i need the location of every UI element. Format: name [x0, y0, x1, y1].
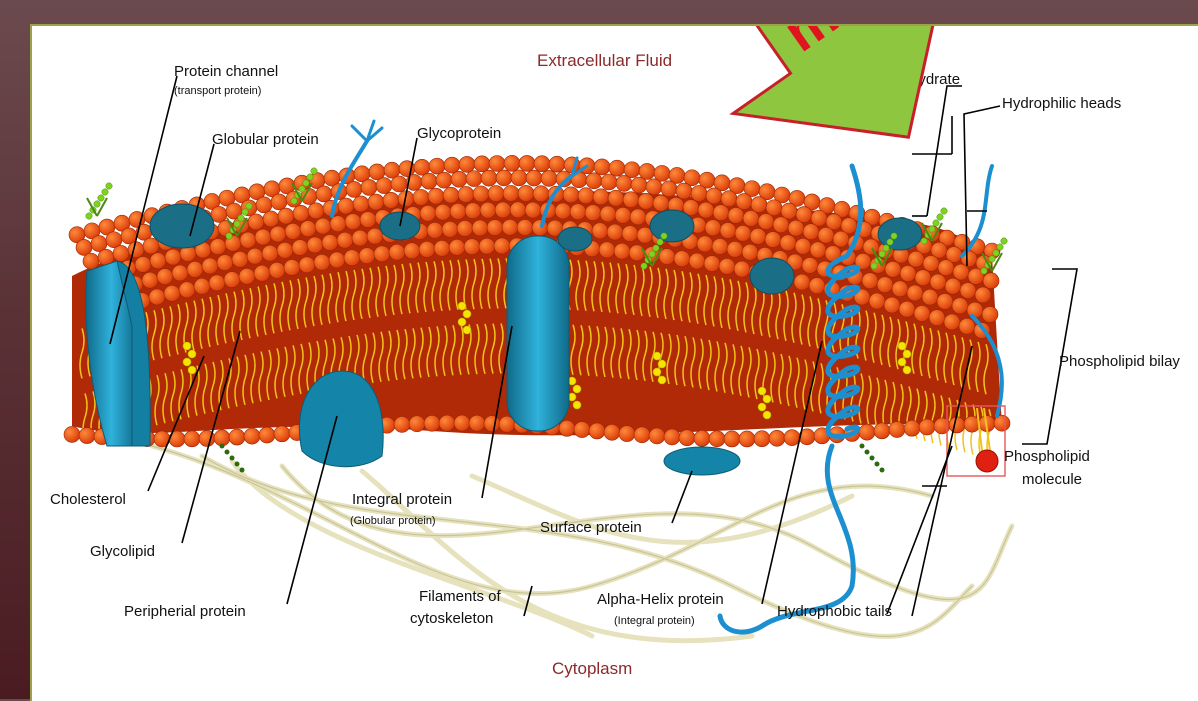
globular-protein-label: Globular protein [212, 131, 319, 148]
protein-channel-sublabel: (transport protein) [174, 85, 261, 97]
filaments-label-line2: cytoskeleton [410, 610, 493, 627]
hydrophilic-heads-label: Hydrophilic heads [1002, 95, 1121, 112]
filaments-label-line1: Filaments of [419, 588, 502, 605]
slide-frame: Extracellular Fluid Cytoplasm Protein ch… [30, 24, 1198, 701]
surface-protein-label: Surface protein [540, 519, 642, 536]
protein-channel-label: Protein channel [174, 63, 278, 80]
extracellular-fluid-label: Extracellular Fluid [537, 51, 672, 70]
glycolipid-label: Glycolipid [90, 543, 155, 560]
cell-membrane-diagram: Extracellular Fluid Cytoplasm Protein ch… [32, 26, 1198, 701]
phospholipid-molecule-label-line1: Phospholipid [1004, 448, 1090, 465]
integral-protein-sublabel: (Globular protein) [350, 515, 436, 527]
peripheral-protein-label: Peripherial protein [124, 603, 246, 620]
glycoprotein-label: Glycoprotein [417, 125, 501, 142]
cytoplasm-label: Cytoplasm [552, 659, 632, 678]
phospholipid-molecule-label-line2: molecule [1022, 471, 1082, 488]
phospholipid-bilayer-label: Phospholipid bilay [1059, 353, 1180, 370]
integral-protein-shape [507, 236, 569, 431]
cholesterol-label: Cholesterol [50, 491, 126, 508]
hydrophobic-tails-label: Hydrophobic tails [777, 603, 892, 620]
alpha-helix-label: Alpha-Helix protein [597, 591, 724, 608]
alpha-helix-sublabel: (Integral protein) [614, 615, 695, 627]
integral-protein-label: Integral protein [352, 491, 452, 508]
